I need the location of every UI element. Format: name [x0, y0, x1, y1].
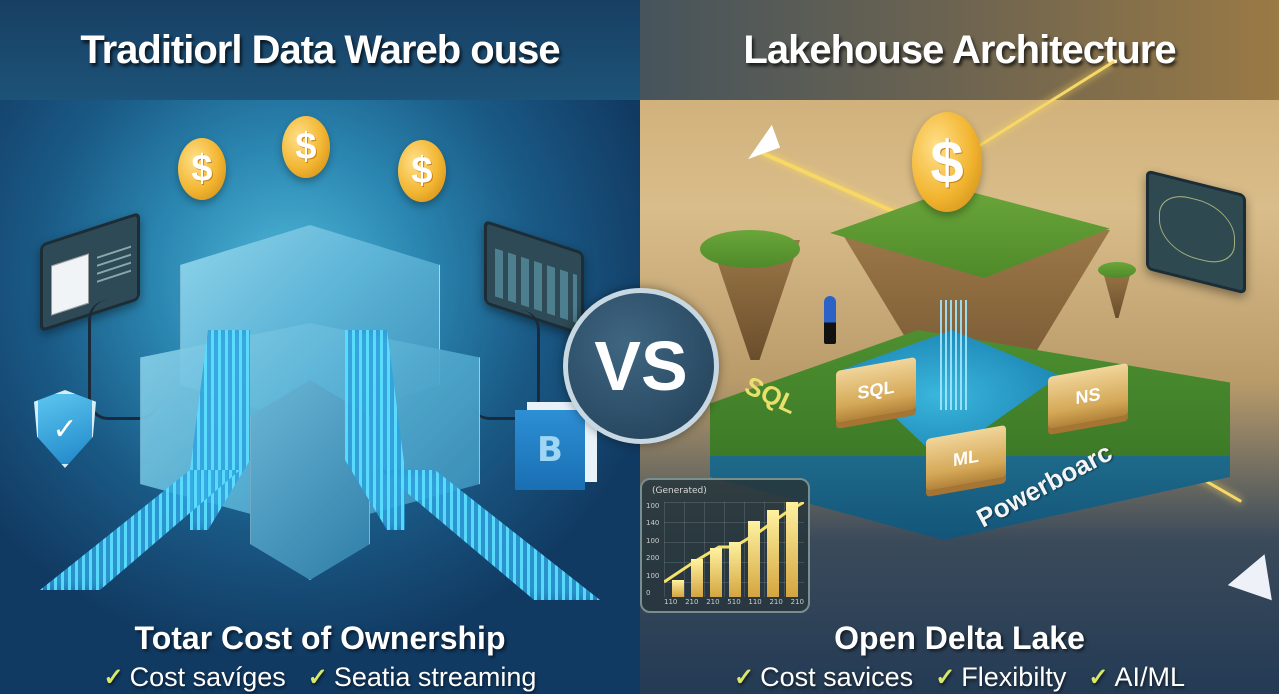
y-tick: 200 [646, 554, 660, 563]
check-icon: ✓ [307, 664, 328, 691]
arrow-down-right-icon [1227, 554, 1279, 616]
bullet-label: Seatia streaming [333, 662, 537, 692]
x-tick: 210 [685, 598, 699, 606]
bullet-item: ✓ Flexibilty [935, 662, 1066, 693]
small-floating-island [700, 230, 800, 268]
dollar-coin-icon: $ [912, 112, 982, 212]
x-tick: 510 [727, 598, 741, 606]
chart-bar [729, 541, 741, 597]
traditional-warehouse-panel: Traditiorl Data Wareb ouse $ $ $ ✓ B Tot… [0, 0, 640, 694]
grid-icon [51, 253, 89, 316]
right-bullet-list: ✓ Cost savices ✓ Flexibilty ✓ AI/ML [640, 662, 1279, 693]
bullet-item: ✓ Seatia streaming [308, 662, 537, 693]
text-lines-icon [97, 245, 131, 259]
check-icon: ✓ [1088, 664, 1109, 691]
x-tick: 210 [706, 598, 720, 606]
x-tick: 210 [790, 598, 804, 606]
left-bullet-list: ✓ Cost savíges ✓ Seatia streaming [0, 662, 640, 693]
right-header-band [640, 0, 1279, 100]
cable-right [470, 310, 540, 420]
chart-bar [786, 502, 798, 597]
cable-left [88, 300, 158, 420]
bullet-item: ✓ Cost savices [734, 662, 913, 693]
arrow-up-left-icon [739, 124, 781, 160]
dollar-coin-icon: $ [282, 116, 330, 178]
network-graph-icon [1159, 189, 1235, 269]
bullet-label: Cost savices [760, 662, 914, 692]
x-tick: 210 [769, 598, 783, 606]
waterfall [940, 300, 970, 410]
vs-badge: VS [563, 288, 719, 444]
y-tick: 0 [646, 588, 651, 597]
bullet-label: AI/ML [1114, 662, 1185, 692]
data-stream-left-flow [40, 470, 240, 590]
right-footer-title: Open Delta Lake [834, 620, 1085, 656]
bullet-label: Flexibilty [961, 662, 1067, 692]
chart-y-axis: 100 140 100 200 100 0 [646, 502, 659, 597]
lakehouse-panel: Lakehouse Architecture $ SQL SQL NS ML P… [640, 0, 1279, 694]
chart-bar [767, 509, 779, 597]
chart-bar [748, 521, 760, 597]
check-icon: ✓ [734, 664, 755, 691]
neural-network-monitor-icon [1146, 169, 1246, 295]
y-tick: 140 [646, 519, 660, 528]
chart-x-axis: 110 210 210 510 110 210 210 [664, 598, 804, 606]
bullet-item: ✓ AI/ML [1088, 662, 1185, 693]
x-tick: 110 [748, 598, 762, 606]
growth-chart-card: (Generated) 100 140 100 200 100 0 110 21… [640, 478, 810, 613]
dollar-coin-icon: $ [398, 140, 446, 202]
chart-bar [710, 547, 722, 597]
b-app-box-icon: B [515, 410, 585, 490]
shield-check-icon: ✓ [34, 390, 96, 468]
left-footer-title: Totar Cost of Ownership [134, 620, 506, 656]
left-header-band [0, 0, 640, 100]
x-tick: 110 [664, 598, 678, 606]
dollar-coin-icon: $ [178, 138, 226, 200]
right-panel-title: Lakehouse Architecture [743, 28, 1176, 72]
check-icon: ✓ [103, 664, 124, 691]
bullet-item: ✓ Cost savíges [104, 662, 286, 693]
bullet-label: Cost savíges [129, 662, 286, 692]
y-tick: 100 [646, 502, 660, 510]
chart-bar [691, 559, 703, 597]
person-figure [824, 296, 836, 344]
check-icon: ✓ [935, 664, 956, 691]
y-tick: 100 [646, 571, 660, 580]
tiny-floating-island [1098, 262, 1136, 278]
chart-bar [672, 579, 684, 597]
y-tick: 100 [646, 536, 660, 545]
chart-title: (Generated) [652, 486, 707, 496]
chart-plot-area [664, 502, 804, 597]
left-panel-title: Traditiorl Data Wareb ouse [80, 28, 560, 72]
